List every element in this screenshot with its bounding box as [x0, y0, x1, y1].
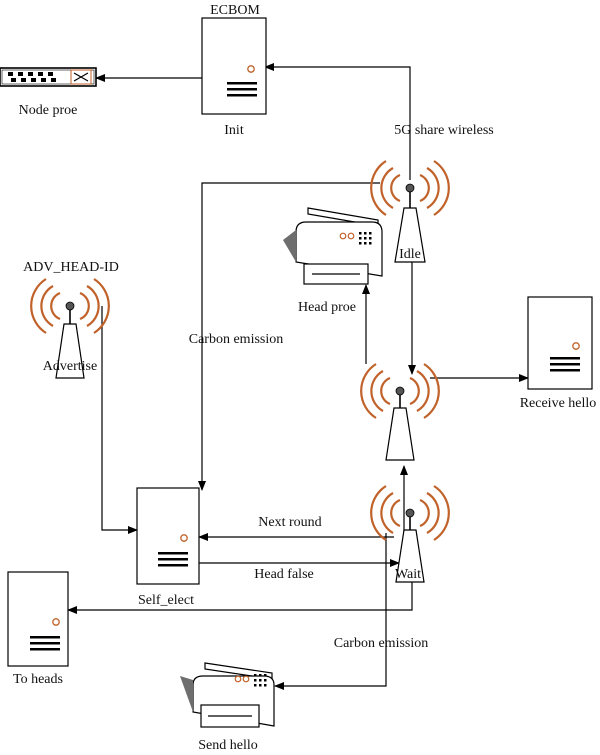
label-node-proe: Node proe: [19, 103, 78, 118]
label-adv-head-id: ADV_HEAD-ID: [23, 260, 119, 275]
label-send-hello: Send hello: [198, 738, 258, 753]
label-head-false: Head false: [254, 567, 313, 582]
printer-icon-send-hello: [180, 662, 275, 728]
label-init: Init: [224, 123, 244, 138]
antenna-icon-advertise: [30, 278, 110, 379]
antenna-icon-wait: [370, 485, 450, 583]
connectors: [67, 63, 529, 690]
label-receive-hello: Receive hello: [520, 396, 597, 411]
arrow-wait-to-to-heads: [67, 580, 413, 614]
label-ecbom: ECBOM: [210, 3, 260, 18]
arrow-idle-to-init: [264, 63, 411, 180]
label-5g-share-wireless: 5G share wireless: [394, 123, 494, 138]
label-advertise: Advertise: [43, 359, 97, 374]
label-to-heads: To heads: [13, 672, 63, 687]
label-wait: Wait: [395, 567, 421, 582]
label-carbon-emission-bottom: Carbon emission: [334, 636, 429, 651]
arrow-wait-to-send-hello: [274, 533, 387, 690]
labels: ECBOM Init Node proe 5G share wireless I…: [13, 3, 596, 753]
network-switch-icon: [0, 67, 97, 87]
arrow-advertise-to-self-elect: [101, 306, 138, 534]
arrow-idle-to-self-elect: [198, 182, 380, 491]
antenna-icon-idle: [370, 160, 450, 263]
label-self-elect: Self_elect: [138, 593, 194, 608]
server-icon-self-elect: [136, 487, 200, 585]
label-carbon-emission-left: Carbon emission: [189, 332, 284, 347]
antenna-icon-hub: [360, 363, 440, 461]
label-next-round: Next round: [258, 515, 321, 530]
label-idle: Idle: [399, 247, 421, 262]
server-icon-receive-hello: [527, 296, 593, 390]
server-icon-ecbom: [201, 17, 267, 115]
printer-icon-head-proe: [283, 207, 383, 285]
server-icon-to-heads: [7, 571, 69, 667]
label-head-proe: Head proe: [298, 300, 356, 315]
